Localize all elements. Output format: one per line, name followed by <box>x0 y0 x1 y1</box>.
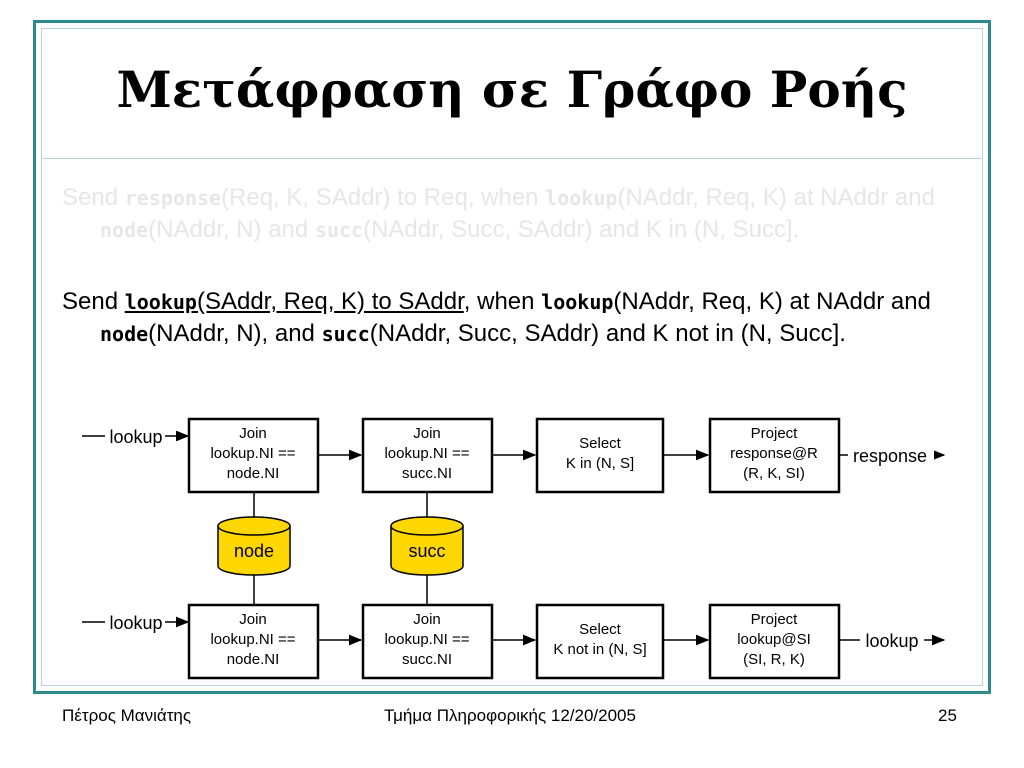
label-mask <box>860 629 924 649</box>
rule-response-text: (Req, K, SAddr) to Req, when <box>221 184 546 211</box>
join-line: node.NI <box>227 465 280 482</box>
rule-lookup-text: , when <box>463 288 542 315</box>
rule-lookup-keyword: succ <box>321 322 370 346</box>
select-line: K not in (N, S] <box>553 641 646 658</box>
rule-lookup-text: (NAddr, Req, K) at NAddr and <box>613 288 931 315</box>
project-line: (R, K, SI) <box>743 465 805 482</box>
rule-response-text: (NAddr, Succ, SAddr) and K in (N, Succ]. <box>363 216 800 243</box>
project-box <box>708 603 841 680</box>
bottom-flow: lookup Join lookup.NI == node.NI Join lo… <box>82 603 946 680</box>
project-line: Project <box>751 425 799 442</box>
node-table-icon: node <box>217 516 291 576</box>
rule-lookup-text: (SAddr, Req, K) to SAddr <box>196 288 464 315</box>
join-succ-box <box>361 417 494 494</box>
label-mask <box>105 425 165 445</box>
input-label: lookup <box>109 427 162 447</box>
project-line: response@R <box>730 445 818 462</box>
slide-frame-outer <box>33 20 991 694</box>
label-mask <box>105 611 165 631</box>
join-line: lookup.NI == <box>210 445 295 462</box>
footer-page-number: 25 <box>938 706 957 725</box>
join-line: Join <box>239 425 267 442</box>
rule-lookup-keyword: lookup <box>541 290 614 314</box>
rule-lookup-text: (NAddr, Succ, SAddr) and K not in (N, Su… <box>369 320 846 347</box>
select-box <box>535 417 665 494</box>
join-line: Join <box>239 611 267 628</box>
rule-lookup-keyword: lookup <box>124 290 197 314</box>
join-succ-box <box>361 603 494 680</box>
node-table-label: node <box>234 541 274 561</box>
project-line: lookup@SI <box>737 631 811 648</box>
top-flow: lookup Join lookup.NI == node.NI Join lo… <box>82 417 946 494</box>
input-label: lookup <box>109 613 162 633</box>
join-line: succ.NI <box>402 465 452 482</box>
rule-response-text: (NAddr, Req, K) at NAddr and <box>617 184 935 211</box>
project-line: (SI, R, K) <box>743 651 805 668</box>
rule-response-keyword: response <box>124 186 222 210</box>
join-line: node.NI <box>227 651 280 668</box>
title-divider <box>41 158 983 159</box>
output-label: lookup <box>865 631 918 651</box>
select-box <box>535 603 665 680</box>
rule-response-keyword: succ <box>314 218 364 242</box>
join-line: Join <box>413 425 441 442</box>
join-line: Join <box>413 611 441 628</box>
rule-lookup-keyword: node <box>100 322 149 346</box>
join-line: lookup.NI == <box>210 631 295 648</box>
rule-response-keyword: node <box>100 218 149 242</box>
rule-lookup-text: (NAddr, N), and <box>148 320 322 347</box>
select-line: K in (N, S] <box>566 455 634 472</box>
select-line: Select <box>579 621 622 638</box>
label-mask <box>848 444 934 464</box>
rule-response-text: (NAddr, N) and <box>148 216 315 243</box>
rule-lookup-head: lookup(SAddr, Req, K) to SAddr <box>125 288 464 315</box>
project-box <box>708 417 841 494</box>
join-line: lookup.NI == <box>384 631 469 648</box>
select-line: Select <box>579 435 622 452</box>
rule-lookup: Send lookup(SAddr, Req, K) to SAddr, whe… <box>62 286 972 350</box>
rule-lookup-text: Send <box>62 288 125 315</box>
succ-table-icon: succ <box>390 516 464 576</box>
join-node-box <box>187 603 320 680</box>
slide-frame-inner <box>41 28 983 686</box>
slide-title: Μετάφραση σε Γράφο Ροής <box>116 60 908 119</box>
rule-response-text: Send <box>62 184 125 211</box>
join-line: succ.NI <box>402 651 452 668</box>
output-label: response <box>853 446 927 466</box>
succ-table-label: succ <box>408 541 445 561</box>
join-line: lookup.NI == <box>384 445 469 462</box>
project-line: Project <box>751 611 799 628</box>
footer-author: Πέτρος Μανιάτης <box>62 706 192 725</box>
rule-response-keyword: lookup <box>545 186 618 210</box>
rule-response: Send response(Req, K, SAddr) to Req, whe… <box>62 182 972 246</box>
footer-department-date: Τμήμα Πληροφορικής 12/20/2005 <box>384 706 636 725</box>
